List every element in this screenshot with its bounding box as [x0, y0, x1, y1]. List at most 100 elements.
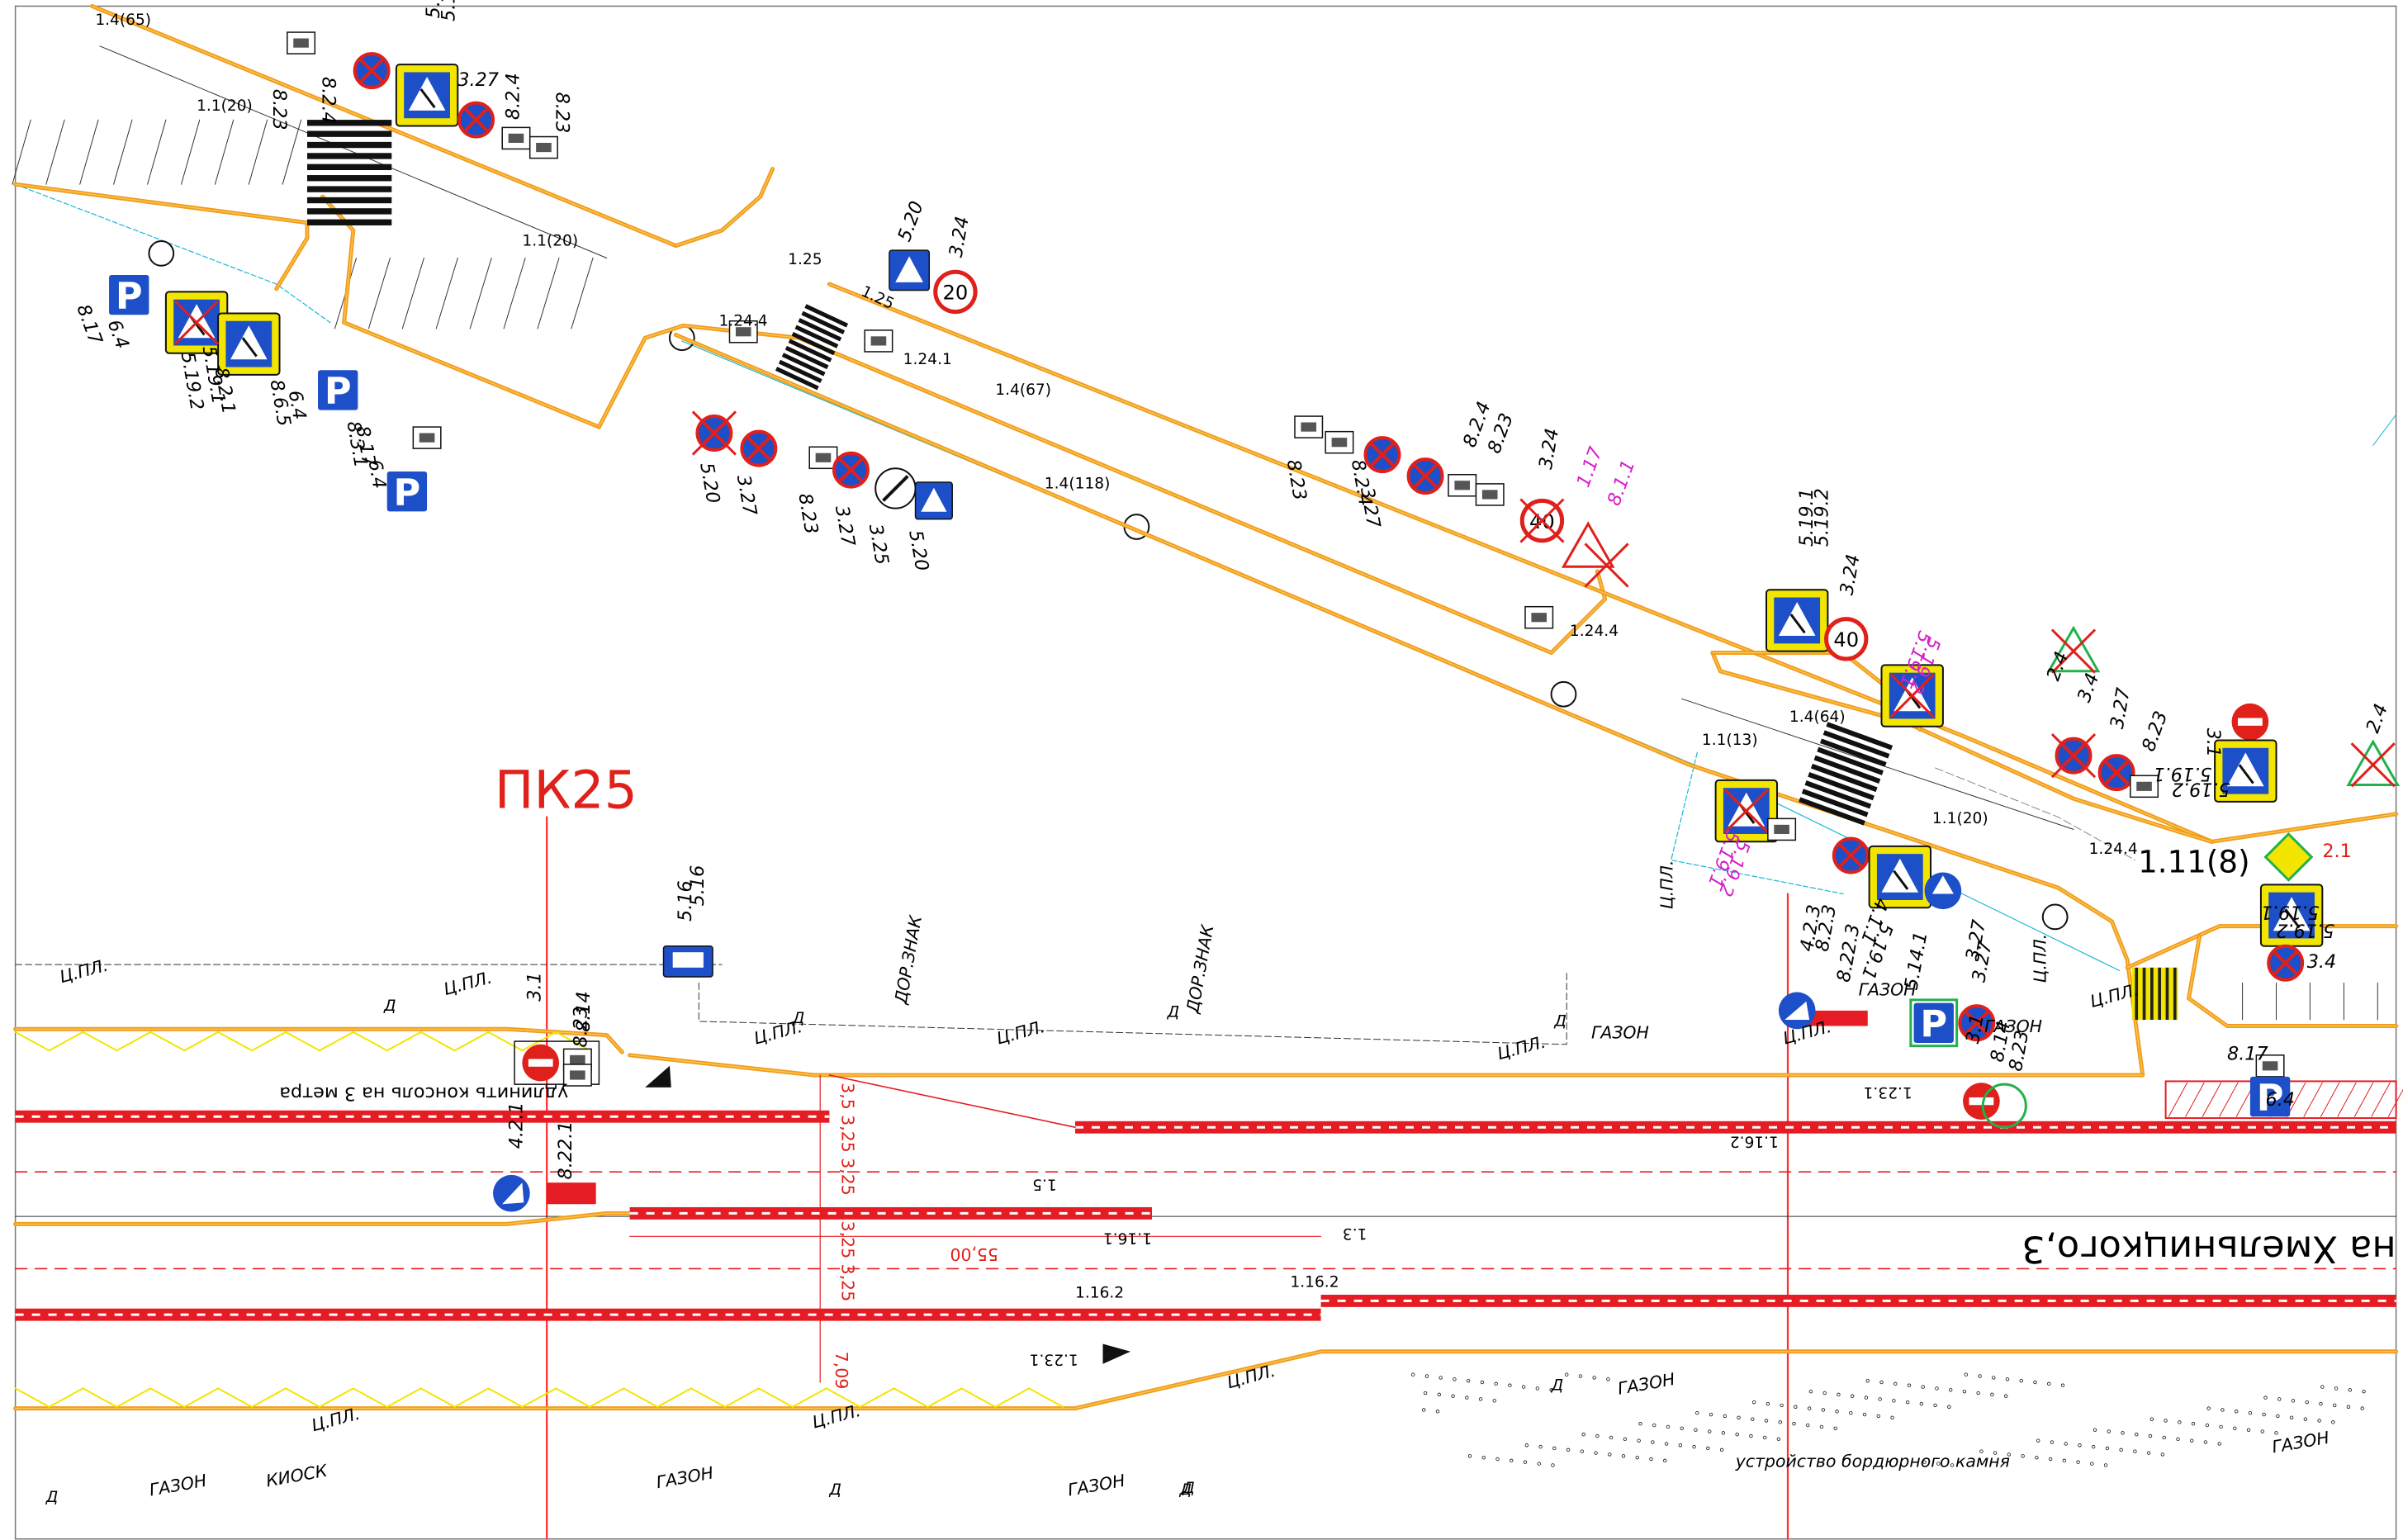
gravel-dot	[1950, 1463, 1955, 1467]
zebra-stripe	[1808, 772, 1875, 801]
marking-code-21: 1.16.2	[1075, 1285, 1124, 1302]
sign-code-22: 8.23	[794, 491, 822, 535]
area-label-post-3: Д	[792, 1010, 805, 1027]
gravel-dot	[1822, 1391, 1827, 1395]
cross-icon	[1965, 1011, 1989, 1035]
curb-line-4	[320, 194, 601, 429]
hatch-line	[2185, 1082, 2205, 1117]
gravel-dot	[2093, 1428, 2097, 1432]
gravel-dot	[2334, 1386, 2339, 1391]
sign-3.1-b	[1963, 1083, 2000, 1120]
gravel-dot	[1423, 1391, 1428, 1395]
curb-edge-7	[828, 283, 2213, 842]
hatch-line	[2387, 1088, 2403, 1117]
sign-code-4: 8.2.4	[503, 73, 524, 120]
marking-code-10: 1.24.4	[1570, 623, 1619, 640]
parking-stall	[12, 119, 31, 185]
sign-3.27-i	[1958, 1004, 1996, 1042]
cross-icon	[2273, 950, 2298, 975]
pedestrian-icon	[1881, 858, 1919, 893]
zebra-stripe	[1801, 789, 1869, 817]
sign-code-25: 5.20	[904, 528, 932, 572]
lane-taper	[828, 1074, 1076, 1128]
curb-edge-15	[14, 1212, 646, 1225]
sign-code-71: 4.2.1	[505, 1102, 527, 1149]
gravel-dot	[1849, 1410, 1853, 1415]
sign-code-6: 5.19.1	[423, 0, 444, 18]
plate-8.23-g-plate	[562, 1064, 592, 1087]
walker-icon	[419, 88, 436, 109]
area-label-post-8: Д	[1551, 1377, 1564, 1394]
curb-edge-4	[321, 196, 600, 428]
arrow-keep-left-icon	[1784, 1001, 1810, 1020]
gravel-dot	[1552, 1446, 1557, 1451]
gravel-dot	[1651, 1440, 1655, 1444]
hatch-line	[2337, 1082, 2357, 1117]
parking-stall	[113, 119, 133, 185]
crosswalk-yellow-stripe	[2165, 967, 2169, 1021]
area-label-curb-1: Ц.ПЛ.	[57, 955, 110, 988]
curb-line-7	[827, 282, 2214, 844]
crosswalk-yellow-stripe	[2173, 967, 2177, 1021]
gravel-dot	[1422, 1408, 1426, 1412]
parking-stall	[282, 119, 302, 185]
walker-icon	[1893, 870, 1909, 890]
curb-edge-1	[91, 5, 677, 247]
axis-line-1	[99, 45, 608, 258]
zebra-stripe	[307, 197, 392, 204]
gravel-dot	[1933, 1403, 1937, 1408]
gravel-dot	[2048, 1457, 2053, 1462]
area-label-gazon-1: ГАЗОН	[148, 1471, 208, 1500]
sign-3.27-f	[1406, 457, 1444, 495]
gravel-dot	[1835, 1410, 1839, 1414]
area-label-post-6: Д	[828, 1481, 841, 1499]
gravel-dot	[1792, 1422, 1796, 1426]
plate-8.2.4-a	[501, 126, 531, 150]
marking-code-7: 1.24.1	[903, 351, 952, 368]
gravel-dot	[2035, 1455, 2039, 1460]
zebra-stripe	[307, 141, 392, 149]
gravel-dot	[1606, 1377, 1610, 1381]
curb-edge-11	[2126, 925, 2397, 969]
lane-marking-1.16.1	[629, 1206, 1152, 1220]
zebra-stripe	[307, 175, 392, 182]
gravel-dot	[1821, 1408, 1826, 1412]
hatch-line	[2353, 1082, 2374, 1117]
camera-icon	[1531, 613, 1547, 623]
gravel-dot	[1649, 1457, 1653, 1462]
strike-removed	[1519, 498, 1565, 543]
marking-code-23: 1.23.1	[1030, 1351, 1078, 1368]
gravel-dot	[1737, 1415, 1741, 1419]
plate-1.24.1	[864, 329, 893, 353]
gravel-dot	[2178, 1420, 2182, 1424]
gravel-dot	[2320, 1385, 2325, 1389]
gravel-dot	[1663, 1458, 1667, 1463]
gravel-dot	[1764, 1419, 1769, 1423]
gravel-dot	[2021, 1454, 2025, 1458]
strike-removed	[2050, 628, 2097, 674]
gravel-dot	[1609, 1435, 1614, 1440]
gravel-dot	[2221, 1408, 2225, 1412]
gravel-dot	[1666, 1424, 1671, 1429]
parking-stall	[147, 119, 167, 185]
gravel-dot	[1751, 1400, 1756, 1405]
console-note: удлинить консоль на 3 метра	[279, 1083, 568, 1104]
dimension-55: 55,00	[950, 1244, 998, 1264]
curb-edge-2	[675, 168, 774, 247]
camera-icon	[1331, 438, 1348, 448]
gravel-dot	[2047, 1381, 2051, 1386]
marking-code-8: 1.4(67)	[995, 381, 1051, 399]
arrow-marking-1.23.1-b	[1102, 1343, 1130, 1364]
sign-code-70: 8.23	[571, 1007, 592, 1048]
gravel-dot	[1521, 1385, 1526, 1389]
gravel-dot	[2332, 1403, 2337, 1408]
gravel-dot	[1467, 1454, 1472, 1458]
gravel-dot	[1524, 1443, 1529, 1448]
gravel-dot	[2305, 1400, 2309, 1405]
gravel-dot	[1749, 1433, 1753, 1438]
gravel-dot	[1692, 1444, 1696, 1449]
sign-code-31: 3.24	[1535, 427, 1563, 471]
sign-6.4-c-plate	[386, 471, 428, 512]
camera-icon	[735, 327, 751, 337]
gravel-dot	[1919, 1401, 1924, 1406]
